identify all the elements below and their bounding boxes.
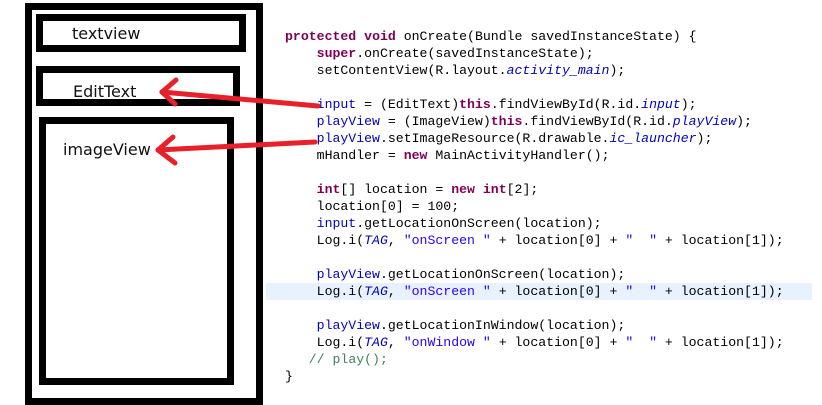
code-token: int [316,182,341,197]
code-token [285,46,317,61]
code-line: protected void onCreate(Bundle savedInst… [285,28,697,45]
code-line: input = (EditText)this.findViewById(R.id… [285,96,697,113]
code-line: setContentView(R.layout.activity_main); [285,62,626,79]
code-token: .getLocationOnScreen(location); [379,267,626,282]
code-token: "onWindow " [403,335,491,350]
code-token: .getLocationOnScreen(location); [356,216,602,231]
code-token: ); [680,97,697,112]
code-token: .setImageResource(R.drawable. [379,131,610,146]
current-line-highlight [266,283,812,300]
code-token [285,352,309,367]
code-line: input.getLocationOnScreen(location); [285,215,602,232]
code-line: location[0] = 100; [285,198,459,215]
code-token: + location[1]); [656,233,784,248]
code-token: TAG [364,335,388,350]
code-token: TAG [364,284,388,299]
code-line: int[] location = new int[2]; [285,181,539,198]
code-token: super [316,46,357,61]
code-token: input [316,216,357,231]
code-token: this [459,97,491,112]
textview-label: textview [72,24,141,43]
code-token: playView [316,114,380,129]
code-token [356,29,364,44]
code-line: playView.setImageResource(R.drawable.ic_… [285,130,713,147]
code-token: .getLocationInWindow(location); [379,318,626,333]
code-line: Log.i(TAG, "onScreen " + location[0] + "… [285,232,784,249]
code-token [285,114,317,129]
code-token: ); [609,63,626,78]
code-token: } [285,369,293,384]
code-token: setContentView(R.layout. [285,63,507,78]
code-token: playView [316,267,380,282]
code-token: playView [316,318,380,333]
code-token: playView [316,131,380,146]
code-line: } [285,368,293,385]
code-token: input [316,97,357,112]
code-token: " " [625,335,657,350]
code-token: ic_launcher [609,131,697,146]
code-token [475,182,483,197]
code-token: TAG [364,233,388,248]
code-token: , [387,284,404,299]
code-token [285,267,317,282]
code-token [285,131,317,146]
textview-box [36,14,246,52]
code-line: Log.i(TAG, "onScreen " + location[0] + "… [285,283,784,300]
code-line: // play(); [285,351,388,368]
code-token: Log.i( [285,233,365,248]
code-token: location[0] = 100; [285,199,460,214]
code-token: playView [672,114,737,129]
edittext-box [36,66,240,106]
code-token: new [451,182,475,197]
imageview-label: imageView [63,140,151,159]
code-line: playView = (ImageView)this.findViewById(… [285,113,752,130]
code-line: playView.getLocationInWindow(location); [285,317,626,334]
code-token [285,318,317,333]
code-token: mHandler = [285,148,404,163]
code-token: [2]; [506,182,539,197]
code-token: + location[0] + [490,335,626,350]
code-token: , [387,335,404,350]
code-token: input [641,97,681,112]
code-token: + location[1]); [656,335,784,350]
code-token: , [387,233,404,248]
code-token: " " [625,284,657,299]
code-token: + location[1]); [656,284,784,299]
code-token: new [403,148,428,163]
code-token: .findViewById(R.id. [522,114,673,129]
code-token: MainActivityHandler(); [427,148,610,163]
code-token: int [482,182,507,197]
code-token [285,97,317,112]
code-token: = (EditText) [356,97,460,112]
code-token: + location[0] + [490,233,626,248]
edittext-label: EditText [73,82,137,101]
code-token: + location[0] + [490,284,626,299]
code-token: = (ImageView) [379,114,491,129]
code-token: "onScreen " [403,233,491,248]
code-line: super.onCreate(savedInstanceState); [285,45,594,62]
code-token [285,182,317,197]
code-token: Log.i( [285,284,365,299]
code-token: onCreate(Bundle savedInstanceState) { [395,29,697,44]
code-token: ); [736,114,752,129]
code-token: .findViewById(R.id. [490,97,642,112]
code-token: .onCreate(savedInstanceState); [356,46,594,61]
code-token: "onScreen " [403,284,491,299]
code-line: Log.i(TAG, "onWindow " + location[0] + "… [285,334,784,351]
code-line: playView.getLocationOnScreen(location); [285,266,626,283]
imageview-box [39,117,234,385]
code-token: this [490,114,523,129]
code-token [285,216,317,231]
screen-outline [25,3,263,405]
code-token: Log.i( [285,335,365,350]
code-token: void [364,29,396,44]
code-line: mHandler = new MainActivityHandler(); [285,147,610,164]
code-token: ); [696,131,713,146]
code-token: protected [285,29,357,44]
code-token: " " [625,233,657,248]
code-token: [] location = [340,182,452,197]
code-token: // play(); [308,352,388,367]
code-token: activity_main [506,63,610,78]
